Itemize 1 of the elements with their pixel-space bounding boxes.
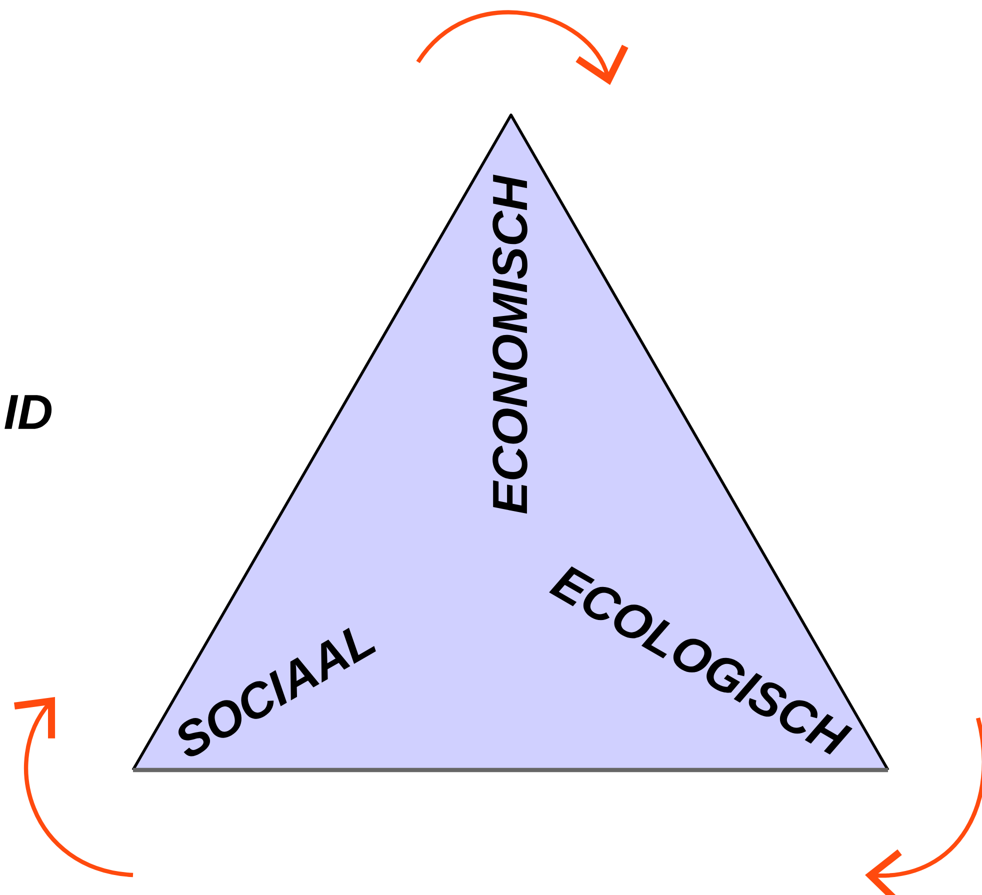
cut-off-label: ID — [4, 395, 52, 429]
